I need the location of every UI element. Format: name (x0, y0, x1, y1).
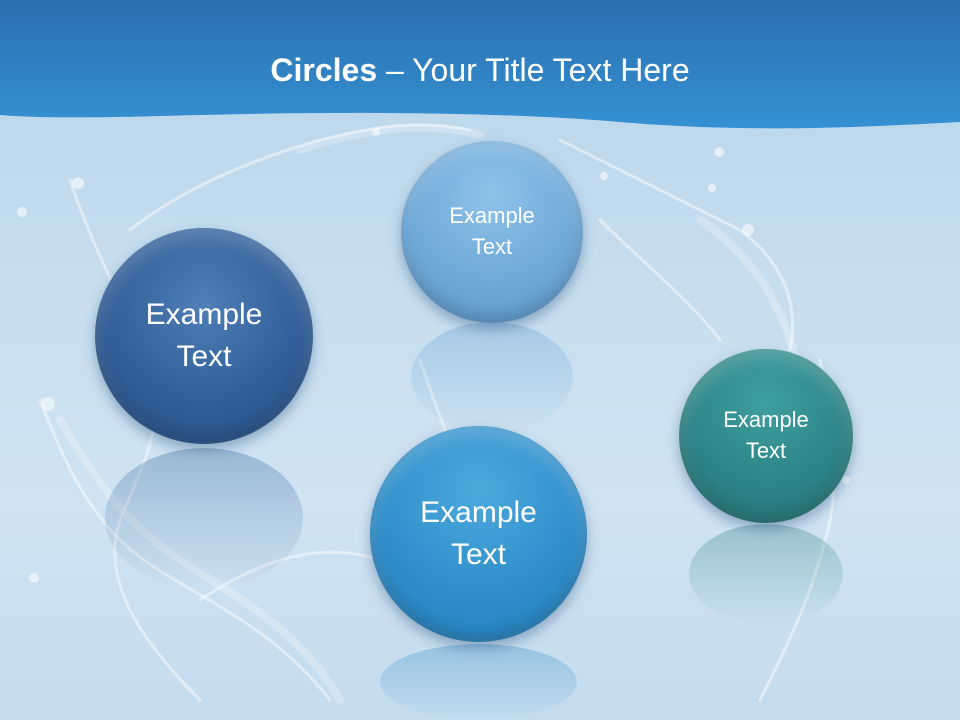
circle-light-blue[interactable]: Example Text (401, 141, 583, 323)
title-rest-text: – Your Title Text Here (377, 52, 690, 88)
circle-label: Example Text (723, 405, 809, 467)
title-bold-text: Circles (270, 52, 378, 88)
circle-medium-blue[interactable]: Example Text (370, 426, 587, 642)
circle-teal[interactable]: Example Text (679, 349, 853, 523)
circle-text-line1: Example (449, 203, 535, 229)
circle-text-line2: Text (471, 234, 513, 259)
circle-label: Example Text (449, 201, 535, 263)
circle-text-line2: Text (176, 340, 232, 373)
circle-label: Example Text (146, 294, 263, 378)
circle-text-line2: Text (745, 438, 787, 463)
circle-text-line1: Example (420, 496, 537, 529)
circle-text-line2: Text (450, 538, 507, 571)
header-band (0, 0, 960, 129)
slide-title: Circles – Your Title Text Here (0, 52, 960, 89)
circle-text-line1: Example (145, 298, 263, 331)
circle-text-line1: Example (723, 407, 809, 433)
circle-label: Example Text (420, 492, 537, 576)
circle-dark-blue[interactable]: Example Text (95, 228, 313, 444)
